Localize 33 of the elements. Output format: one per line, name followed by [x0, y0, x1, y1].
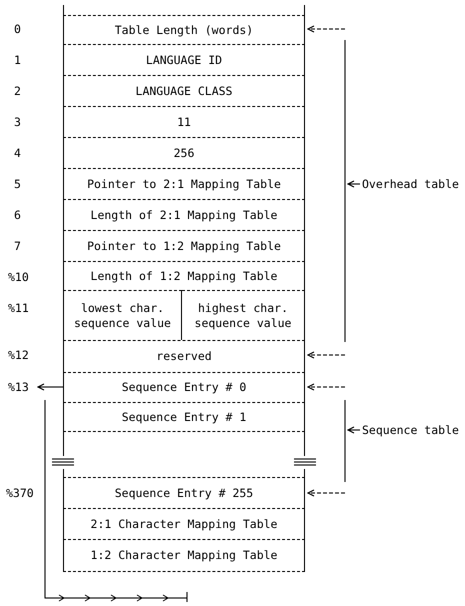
arrow: [37, 383, 64, 391]
table-row: Table Length (words): [63, 15, 305, 44]
word-offset: 2: [14, 84, 21, 98]
table-row: 1:2 Character Mapping Table: [63, 539, 305, 572]
table-row: 256: [63, 137, 305, 168]
word-offset: 1: [14, 53, 21, 67]
table-row: Length of 1:2 Mapping Table: [63, 261, 305, 290]
table-row: reserved: [63, 340, 305, 372]
table-row: Pointer to 1:2 Mapping Table: [63, 230, 305, 261]
table-row: lowest char. sequence value: [63, 290, 182, 340]
table-row: 11: [63, 106, 305, 137]
table-row: Sequence Entry # 0: [63, 372, 305, 402]
table-row: Pointer to 2:1 Mapping Table: [63, 168, 305, 199]
table-row: LANGUAGE ID: [63, 44, 305, 75]
word-offset: 7: [14, 239, 21, 253]
table-row: highest char. sequence value: [182, 290, 305, 340]
word-offset: %10: [8, 270, 29, 284]
word-offset: 5: [14, 177, 21, 191]
section-label: Sequence table: [362, 423, 459, 437]
table-row: Sequence Entry # 1: [63, 402, 305, 432]
word-offset: %11: [8, 301, 29, 315]
word-offset: 6: [14, 208, 21, 222]
word-offset: 0: [14, 22, 21, 36]
word-offset: 3: [14, 115, 21, 129]
table-row: 2:1 Character Mapping Table: [63, 508, 305, 539]
table-row: LANGUAGE CLASS: [63, 75, 305, 106]
word-offset: %370: [6, 486, 34, 500]
word-offset: %12: [8, 348, 29, 362]
section-label: Overhead table: [362, 177, 459, 191]
table-row: Length of 2:1 Mapping Table: [63, 199, 305, 230]
word-offset: 4: [14, 146, 21, 160]
word-offset: %13: [8, 380, 36, 394]
table-row: Sequence Entry # 255: [63, 477, 305, 508]
